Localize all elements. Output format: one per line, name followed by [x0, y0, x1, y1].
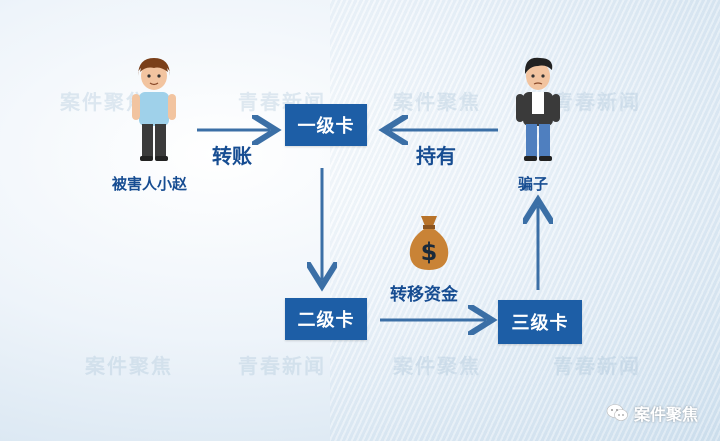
card-level-3: 三级卡	[498, 300, 582, 344]
card-level-3-label: 三级卡	[511, 313, 569, 334]
watermark-7: 案件聚焦	[393, 354, 481, 378]
watermark-4: 青春新闻	[553, 90, 641, 114]
card-level-2: 二级卡	[285, 298, 367, 340]
watermark-3: 案件聚焦	[393, 90, 481, 114]
move-funds-label: 转移资金	[390, 285, 458, 305]
hold-label: 持有	[416, 144, 456, 168]
money-bag-icon: $	[409, 216, 449, 270]
wechat-icon	[606, 404, 628, 421]
victim-figure	[132, 58, 176, 161]
card-level-2-label: 二级卡	[297, 310, 355, 331]
card-level-1-label: 一级卡	[297, 116, 355, 137]
watermark-6: 青春新闻	[238, 354, 326, 378]
card-level-1: 一级卡	[285, 104, 367, 146]
brand-watermark: 案件聚焦	[606, 401, 698, 425]
brand-name: 案件聚焦	[633, 405, 698, 424]
scammer-label: 骗子	[518, 175, 549, 193]
watermark-8: 青春新闻	[553, 354, 641, 378]
watermark-1: 案件聚焦	[60, 90, 148, 114]
watermark-5: 案件聚焦	[85, 354, 173, 378]
transfer-label: 转账	[212, 144, 252, 168]
scammer-figure	[516, 57, 560, 161]
svg-text:$: $	[421, 238, 438, 266]
victim-label: 被害人小赵	[112, 175, 188, 193]
